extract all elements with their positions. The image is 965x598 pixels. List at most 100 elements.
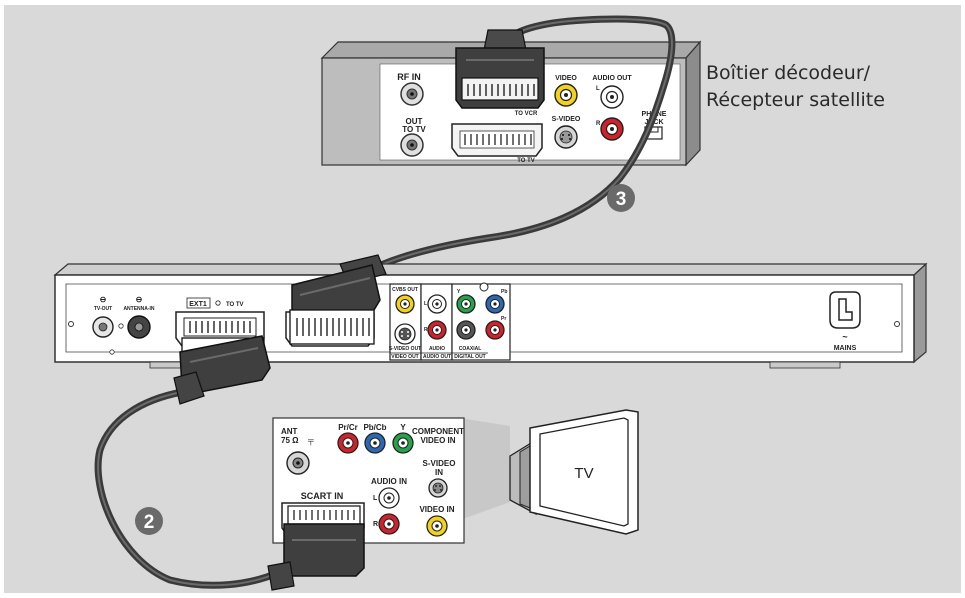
- rf-in-jack-pin: [410, 92, 414, 96]
- component-block-screw: [479, 282, 489, 292]
- step-badge-3: [607, 184, 635, 212]
- s-video-out-label: S-VIDEO OUT: [389, 346, 422, 352]
- tv-screen-label: TV: [574, 465, 593, 482]
- recorder-back-bevel: [65, 283, 903, 353]
- decoder-box-side: [685, 40, 701, 167]
- rf-in-label: RF IN: [397, 72, 421, 82]
- decoder-audio-r-jack-pin: [610, 127, 614, 131]
- cvbs-out-label: CVBS OUT: [392, 287, 418, 293]
- out-to-tv-jack-pin: [410, 143, 414, 147]
- tv-out-symbol: ⊖: [100, 295, 107, 304]
- tv-scart-plug: [267, 505, 365, 591]
- step-badge-2-label: 2: [144, 512, 155, 533]
- tv-audio-r-jack-pin: [387, 522, 391, 526]
- step-badge-3-label: 3: [616, 189, 627, 210]
- comp-pb-label: Pb: [501, 289, 507, 295]
- mains-wave: ~: [842, 332, 847, 342]
- step-badge-2: [135, 507, 163, 535]
- recorder-comp-y-jack-pin: [464, 302, 468, 306]
- tv-out-label: TV-OUT: [94, 306, 112, 312]
- recorder-comp-pb-jack-pin: [493, 302, 497, 306]
- tv-pb-cb-label: Pb/Cb: [363, 423, 386, 432]
- tv-scart-in-label: SCART IN: [301, 491, 344, 501]
- tv-pr-cr-label: Pr/Cr: [338, 423, 358, 432]
- coaxial-jack-pin: [464, 328, 468, 332]
- tv-s-video-jack-inner: [432, 482, 444, 494]
- tv-ant-symbol: ╤: [307, 436, 314, 446]
- recorder-screw-left: [68, 321, 74, 327]
- tv-ant-ohm-label: 75 Ω: [281, 436, 299, 445]
- tv-audio-l-label: L: [373, 495, 378, 502]
- tv-ant-jack-pin: [296, 461, 300, 465]
- out-to-tv-label-1: OUT: [406, 117, 423, 126]
- recorder-small-hole-2: [109, 349, 115, 355]
- video-out-label: VIDEO OUT: [391, 354, 419, 360]
- recorder-small-hole-1: [118, 323, 124, 329]
- device-caption: Boîtier décodeur/ Récepteur satellite: [706, 60, 946, 114]
- tv-out-jack-core: [98, 322, 108, 332]
- recorder-comp-pr-jack-pin: [493, 328, 497, 332]
- tv-y-jack-pin: [401, 441, 405, 445]
- s-video-out-jack-inner: [398, 327, 412, 341]
- mains-socket[interactable]: [829, 291, 861, 329]
- ext1-scart-pin-grid: [189, 321, 251, 333]
- tv-pb-cb-jack-pin: [373, 441, 377, 445]
- recorder-audio-out-label: AUDIO OUT: [423, 354, 451, 360]
- cvbs-out-jack-pin: [403, 302, 407, 306]
- tv-audio-l-jack-pin: [387, 496, 391, 500]
- mains-label: MAINS: [834, 345, 857, 352]
- ext1-label: EXT1: [189, 301, 207, 308]
- tv-y-label: Y: [400, 423, 406, 432]
- recorder-screw-right: [894, 321, 900, 327]
- tv-ant-label: ANT: [281, 427, 298, 436]
- ext2-scart-plug: [289, 254, 387, 345]
- out-to-tv-label-2: TO TV: [402, 125, 426, 134]
- ext1-badge: [186, 297, 211, 309]
- decoder-to-vcr-label: TO VCR: [515, 111, 538, 117]
- mains-socket-inner: [838, 298, 853, 321]
- digital-out-label: DIGITAL OUT: [454, 354, 485, 360]
- recorder-audio-r-label: R: [424, 327, 428, 333]
- antenna-in-symbol: ⊖: [136, 295, 143, 304]
- recorder-audio-r-jack-pin: [435, 328, 439, 332]
- tv-s-video-pins: [434, 485, 442, 491]
- tv-s-video-label-1: S-VIDEO: [423, 459, 456, 468]
- antenna-in-jack-core: [134, 322, 144, 332]
- tv-side: [519, 445, 531, 509]
- tv-video-in-label: VIDEO IN: [419, 505, 454, 514]
- decoder-audio-r-label: R: [596, 121, 601, 127]
- decoder-s-video-label: S-VIDEO: [552, 116, 581, 123]
- antenna-in-label: ANTENNA-IN: [123, 306, 154, 312]
- decoder-video-label: VIDEO: [555, 75, 577, 82]
- decoder-scart-to-tv-pin-grid: [464, 134, 532, 145]
- cable-2-highlight: [97, 391, 281, 587]
- ext1-to-tv-label: TO TV: [226, 302, 244, 308]
- decoder-to-tv-label: TO TV: [517, 158, 535, 164]
- tv-screen: [539, 417, 629, 527]
- device-caption-line-2: Récepteur satellite: [706, 89, 885, 111]
- decoder-audio-out-label: AUDIO OUT: [592, 75, 632, 82]
- cable-3-highlight: [365, 18, 673, 273]
- comp-y-label: Y: [457, 289, 461, 295]
- decoder-audio-l-label: L: [596, 86, 600, 92]
- decoder-s-video-pins: [561, 134, 571, 140]
- tv-component-label-2: VIDEO IN: [420, 436, 455, 445]
- tv-panel-callout: [460, 418, 510, 520]
- recorder-top: [53, 263, 928, 276]
- decoder-video-jack-pin: [564, 93, 568, 97]
- ext1-dot: [215, 300, 221, 306]
- tv-set: TV: [509, 409, 639, 535]
- tv-audio-r-label: R: [373, 521, 378, 528]
- decoder-scart-plug: [455, 29, 545, 109]
- comp-pr-label: Pr: [501, 316, 506, 322]
- tv-audio-in-label: AUDIO IN: [371, 477, 407, 486]
- decoder-s-video-jack-inner: [559, 130, 573, 144]
- s-video-out-pins: [401, 331, 409, 337]
- tv-pr-cr-jack-pin: [346, 441, 350, 445]
- recorder: TV-OUT ⊖ ANTENNA-IN ⊖ EXT1 TO TV T CVBS …: [53, 262, 928, 369]
- decoder-audio-l-jack-pin: [610, 95, 614, 99]
- recorder-audio-l-jack-pin: [435, 302, 439, 306]
- device-caption-line-1: Boîtier décodeur/: [706, 62, 871, 84]
